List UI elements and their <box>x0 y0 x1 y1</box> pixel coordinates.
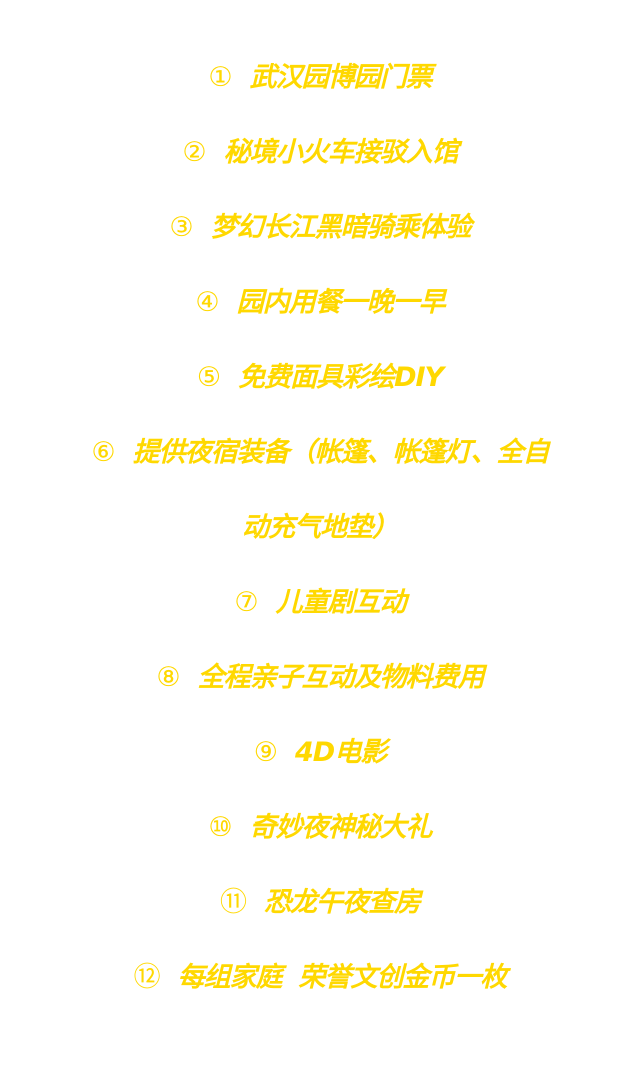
list-item: ⑥ 提供夜宿装备（帐篷、帐篷灯、全自动充气地垫） <box>85 415 555 565</box>
list-item: ⑦ 儿童剧互动 <box>85 565 555 640</box>
item-text: 恐龙午夜查房 <box>264 887 421 918</box>
item-number: ⑦ <box>234 587 258 618</box>
list-item: ⑪ 恐龙午夜查房 <box>85 865 555 940</box>
item-number: ⑥ <box>91 437 115 468</box>
item-number: ③ <box>169 212 193 243</box>
item-text: 提供夜宿装备（帐篷、帐篷灯、全自动充气地垫） <box>132 437 550 543</box>
item-text: 园内用餐一晚一早 <box>236 287 446 318</box>
item-number: ⑤ <box>196 362 221 393</box>
list-item: ② 秘境小火车接驳入馆 <box>85 115 555 190</box>
included-items-list: ① 武汉园博园门票 ② 秘境小火车接驳入馆 ③ 梦幻长江黑暗骑乘体验 ④ 园内用餐一晚一… <box>85 0 555 1015</box>
list-item: ⑩ 奇妙夜神秘大礼 <box>85 790 555 865</box>
item-number: ⑩ <box>208 812 232 843</box>
item-text: 秘境小火车接驳入馆 <box>223 137 459 168</box>
list-item: ⑤ 免费面具彩绘DIY <box>85 340 555 415</box>
item-number: ② <box>182 137 206 168</box>
item-number: ⑫ <box>133 962 161 993</box>
list-item: ⑫ 每组家庭 荣誉文创金币一枚 <box>85 940 555 1015</box>
item-text: 儿童剧互动 <box>275 587 407 618</box>
list-item: ① 武汉园博园门票 <box>85 40 555 115</box>
item-text: 全程亲子互动及物料费用 <box>197 662 485 693</box>
item-number: ① <box>208 62 232 93</box>
list-item: ④ 园内用餐一晚一早 <box>85 265 555 340</box>
item-text: 4D电影 <box>295 737 387 768</box>
item-text: 免费面具彩绘DIY <box>238 362 444 393</box>
item-text: 梦幻长江黑暗骑乘体验 <box>210 212 472 243</box>
item-number: ④ <box>195 287 219 318</box>
item-number: ⑧ <box>156 662 180 693</box>
list-item: ③ 梦幻长江黑暗骑乘体验 <box>85 190 555 265</box>
item-text: 奇妙夜神秘大礼 <box>249 812 433 843</box>
item-text: 每组家庭 荣誉文创金币一枚 <box>177 962 508 993</box>
item-number: ⑪ <box>220 887 247 918</box>
list-item: ⑨ 4D电影 <box>85 715 555 790</box>
list-item: ⑧ 全程亲子互动及物料费用 <box>85 640 555 715</box>
item-number: ⑨ <box>253 737 278 768</box>
item-text: 武汉园博园门票 <box>249 62 433 93</box>
